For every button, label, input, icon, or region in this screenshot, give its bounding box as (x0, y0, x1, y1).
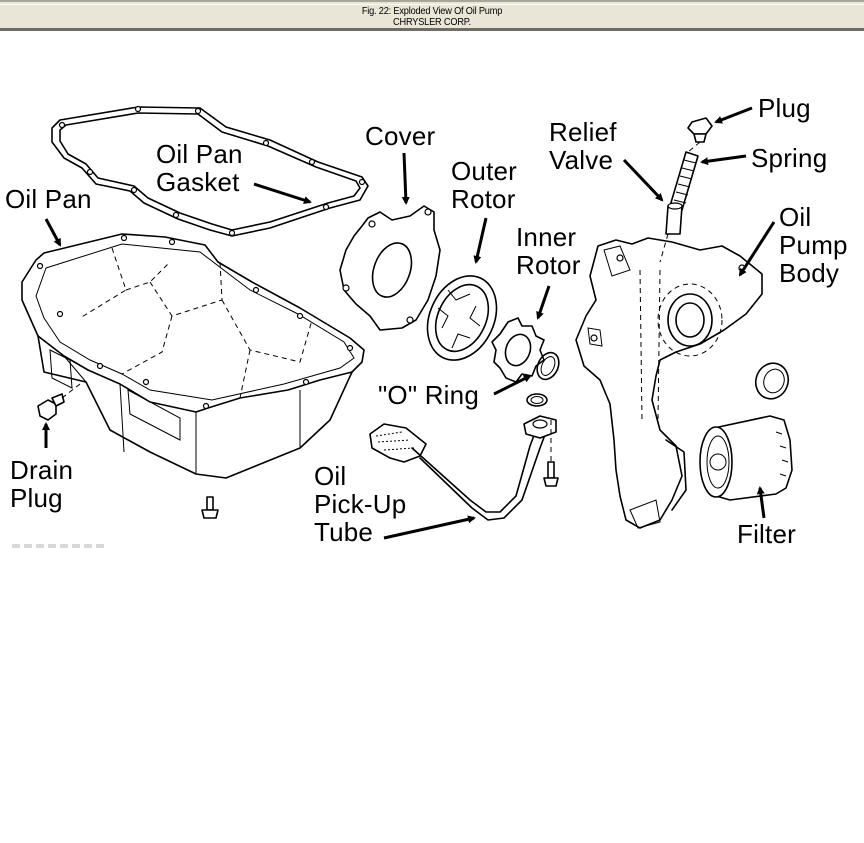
exploded-view-diagram: Oil Pan Gasket Oil Pan Cover Outer Rotor… (0, 31, 864, 551)
label-relief-valve: Relief Valve (549, 117, 617, 175)
leader-arrows (42, 106, 776, 540)
filter (699, 415, 793, 501)
plug (687, 117, 713, 143)
relief-valve (659, 141, 701, 263)
cover (339, 205, 441, 331)
arrow-relief-valve (622, 158, 664, 202)
label-spring: Spring (751, 143, 828, 173)
arrow-outer-rotor (473, 217, 488, 264)
oil-pump-body (575, 237, 763, 529)
spring (669, 151, 699, 211)
title-bar-highlight (0, 4, 864, 5)
arrow-inner-rotor (536, 285, 551, 320)
label-oil-pan: Oil Pan (5, 184, 92, 214)
label-oil-pick-up-tube: Oil Pick-Up Tube (314, 461, 407, 547)
diagram-artwork (21, 105, 793, 540)
arrow-o-ring (493, 374, 532, 396)
label-plug: Plug (758, 93, 811, 123)
arrow-oil-pan-gasket (253, 182, 312, 204)
seal (754, 362, 790, 400)
oil-pick-up-tube (369, 415, 557, 521)
label-outer-rotor: Outer Rotor (451, 156, 518, 214)
label-inner-rotor: Inner Rotor (516, 222, 581, 280)
pick-up-o-ring (526, 393, 548, 407)
pan-bolt (201, 496, 219, 519)
arrow-spring (700, 154, 747, 166)
arrow-oil-pump-body (738, 221, 776, 277)
inner-rotor (491, 317, 545, 383)
outer-rotor (426, 275, 498, 361)
arrow-oil-pick-up-tube (383, 515, 476, 540)
figure-subtitle: CHRYSLER CORP. (393, 17, 471, 28)
drain-plug (37, 383, 81, 421)
figure-title: Fig. 22: Exploded View Of Oil Pump (361, 6, 503, 17)
arrow-filter (756, 486, 766, 519)
oil-pan (21, 233, 365, 479)
label-filter: Filter (737, 519, 796, 549)
oil-pan-gasket (51, 105, 369, 237)
pick-up-bolt (543, 420, 559, 487)
o-ring (536, 351, 560, 381)
scan-artifact (12, 544, 104, 548)
arrow-oil-pan (44, 218, 62, 247)
label-oil-pump-body: Oil Pump Body (779, 202, 848, 288)
arrow-plug (714, 106, 753, 124)
label-o-ring: "O" Ring (378, 380, 479, 410)
label-oil-pan-gasket: Oil Pan Gasket (156, 139, 243, 197)
label-cover: Cover (365, 121, 436, 151)
arrow-cover (401, 152, 410, 205)
label-drain-plug: Drain Plug (10, 455, 74, 513)
figure-title-bar: Fig. 22: Exploded View Of Oil Pump CHRYS… (0, 0, 864, 31)
